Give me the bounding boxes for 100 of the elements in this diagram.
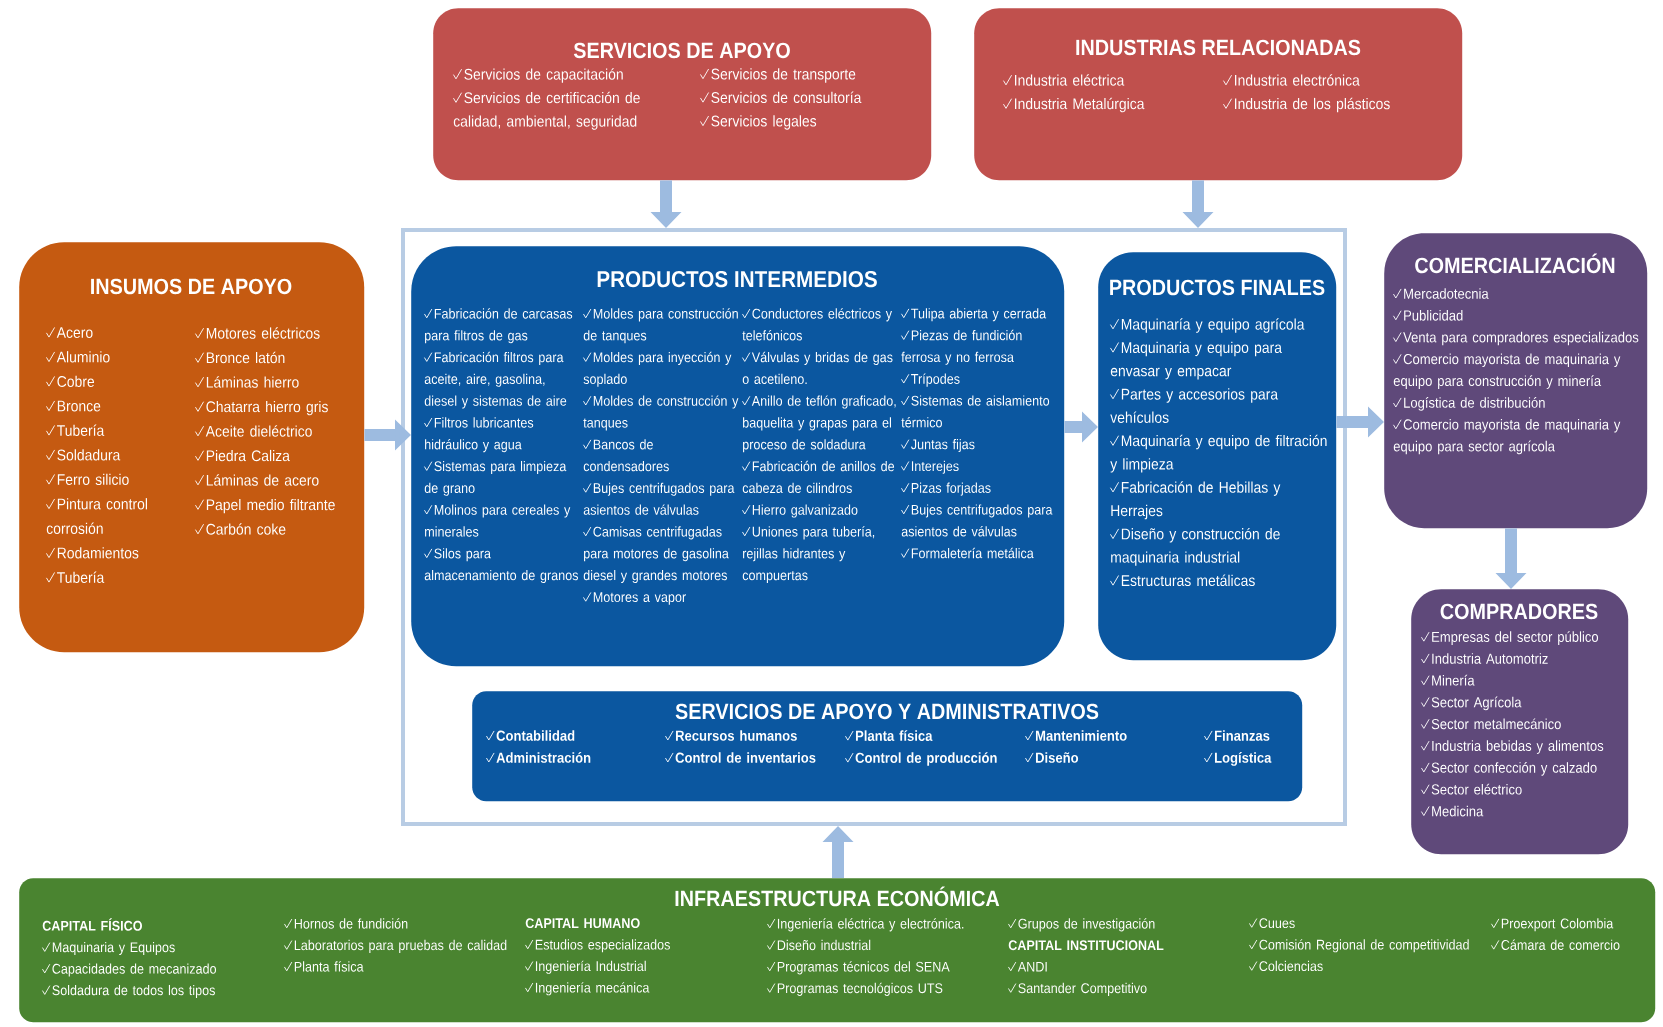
list-item: Fabricación de anillos de cabeza de cilindros (742, 460, 895, 494)
box-heading: SERVICIOS DE APOYO Y ADMINISTRATIVOS (675, 703, 1099, 720)
list-item: Pizas forjadas (901, 482, 991, 496)
list-item: Programas tecnológicos UTS (767, 982, 943, 996)
list-item: Cuues (1249, 918, 1295, 929)
list-item: Industria Metalúrgica (1003, 97, 1145, 113)
list-item: Logística de distribución (1393, 397, 1545, 411)
list-item: Hornos de fundición (284, 918, 408, 929)
list-item: Diseño y construcción de maquinaria industrial (1110, 527, 1280, 566)
list-item: Interejes (901, 460, 959, 474)
list-item: Sector eléctrico (1421, 783, 1522, 795)
list-item: Moldes de construcción y tanques (583, 395, 739, 431)
list-item: Cobre (46, 375, 95, 387)
list-item: Logística (1204, 752, 1272, 766)
list-item: Moldes para inyección y soplado (583, 351, 732, 387)
list-item: Molinos para cereales y minerales (424, 504, 571, 537)
list-item: Láminas hierro (195, 376, 299, 388)
list-item: Comercio mayorista de maquinaria y equipo para construcción y minería (1393, 353, 1621, 389)
list-item: Piezas de fundición ferrosa y no ferrosa (901, 329, 1022, 365)
box-heading: COMERCIALIZACIÓN (1415, 253, 1615, 274)
list-item: Servicios de capacitación (453, 68, 623, 83)
list-item: Filtros lubricantes hidráulico y agua (424, 417, 534, 453)
list-item: Ingeniería Industrial (525, 960, 646, 974)
list-item: Industria eléctrica (1003, 74, 1125, 86)
list-item: Hierro galvanizado (742, 504, 858, 518)
section-heading: CAPITAL FÍSICO (42, 918, 142, 931)
list-item: Minería (1421, 674, 1475, 686)
list-item: Contabilidad (486, 730, 575, 741)
list-item: Formaletería metálica (901, 547, 1034, 559)
list-item: Tulipa abierta y cerrada (901, 308, 1047, 322)
section-heading: CAPITAL HUMANO (525, 918, 640, 929)
list-item: Industria Automotriz (1421, 653, 1548, 664)
list-item: Estudios especializados (525, 939, 670, 953)
list-item: Sector metalmecánico (1421, 718, 1561, 730)
list-item: Láminas de acero (195, 474, 319, 486)
list-item: Ingeniería eléctrica y electrónica. (767, 918, 964, 932)
list-item: Aluminio (46, 351, 110, 363)
box-heading: SERVICIOS DE APOYO (573, 42, 790, 59)
list-item: Industria electrónica (1223, 74, 1360, 86)
list-item: ANDI (1008, 961, 1047, 972)
list-item: Soldadura (46, 449, 121, 461)
list-item: Bronce latón (195, 351, 285, 364)
list-item: Rodamientos (46, 547, 139, 559)
box-heading: INDUSTRIAS RELACIONADAS (1076, 39, 1361, 56)
list-item: Administración (486, 752, 591, 763)
list-item: Control de inventarios (665, 752, 816, 763)
list-item: Maquinaria y equipo para envasar y empacar (1110, 341, 1282, 380)
rounded-box (974, 8, 1463, 181)
list-item: Sector Agrícola (1421, 696, 1522, 711)
rounded-box (1411, 589, 1629, 855)
list-item: Anillo de teflón graficado, baquelita y grapas para el proceso de soldadura (742, 395, 896, 453)
list-item: Válvulas y bridas de gas o acetileno. (742, 351, 893, 385)
list-item: Recursos humanos (665, 730, 797, 741)
list-item: Maquinaria y Equipos (42, 941, 175, 955)
list-item: Sistemas de aislamiento térmico (901, 395, 1050, 428)
box-heading: INFRAESTRUCTURA ECONÓMICA (675, 886, 1000, 907)
rounded-box (19, 878, 1656, 1023)
rounded-box (411, 246, 1065, 667)
list-item: Ferro silicio (46, 473, 129, 485)
list-item: Sistemas para limpieza de grano (424, 460, 567, 496)
list-item: Planta física (845, 730, 933, 741)
list-item: Capacidades de mecanizado (42, 963, 217, 977)
list-item: Pintura control corrosión (46, 498, 147, 534)
list-item: Comisión Regional de competitividad (1249, 939, 1469, 953)
box-heading: PRODUCTOS FINALES (1110, 279, 1325, 296)
list-item: Moldes para construcción de tanques (583, 308, 738, 344)
list-item: Camisas centrifugadas para motores de gasolina diesel y grandes motores (583, 526, 729, 583)
list-item: Juntas fijas (901, 439, 975, 453)
list-item: Trípodes (901, 373, 960, 387)
list-item: Servicios de transporte (700, 68, 856, 83)
list-item: Maquinaría y equipo de filtración y limpieza (1110, 434, 1327, 473)
list-item: Carbón coke (195, 523, 286, 535)
list-item: Maquinaría y equipo agrícola (1110, 318, 1305, 333)
list-item: Partes y accesorios para vehículos (1110, 388, 1279, 423)
list-item: Bujes centrifugados para asientos de válvulas (901, 504, 1053, 537)
list-item: Planta física (284, 961, 364, 972)
rounded-box (472, 691, 1303, 802)
box-heading: PRODUCTOS INTERMEDIOS (597, 270, 877, 288)
list-item: Industria de los plásticos (1223, 97, 1390, 113)
rounded-box (433, 8, 932, 181)
list-item: Finanzas (1204, 730, 1270, 741)
rounded-box (1098, 252, 1337, 661)
box-heading: INSUMOS DE APOYO (91, 278, 292, 295)
list-item: Diseño (1025, 752, 1079, 763)
list-item: Piedra Caliza (195, 449, 290, 462)
list-item: Fabricación de Hebillas y Herrajes (1110, 481, 1281, 520)
list-item: Medicina (1421, 805, 1484, 817)
list-item: Motores eléctricos (195, 327, 320, 339)
list-item: Servicios de consultoría (700, 91, 862, 104)
list-item: Conductores eléctricos y telefónicos (742, 308, 892, 341)
list-item: Control de producción (845, 752, 997, 766)
list-item: Santander Competitivo (1008, 982, 1147, 996)
list-item: Bronce (46, 400, 101, 412)
list-item: Proexport Colombia (1491, 918, 1614, 932)
list-item: Fabricación de carcasas para filtros de gas (424, 308, 573, 344)
box-heading: COMPRADORES (1440, 603, 1598, 620)
list-item: Tubería (46, 424, 105, 436)
list-item: Servicios legales (700, 115, 817, 130)
list-item: Empresas del sector público (1421, 631, 1599, 645)
list-item: Venta para compradores especializados (1393, 331, 1639, 346)
